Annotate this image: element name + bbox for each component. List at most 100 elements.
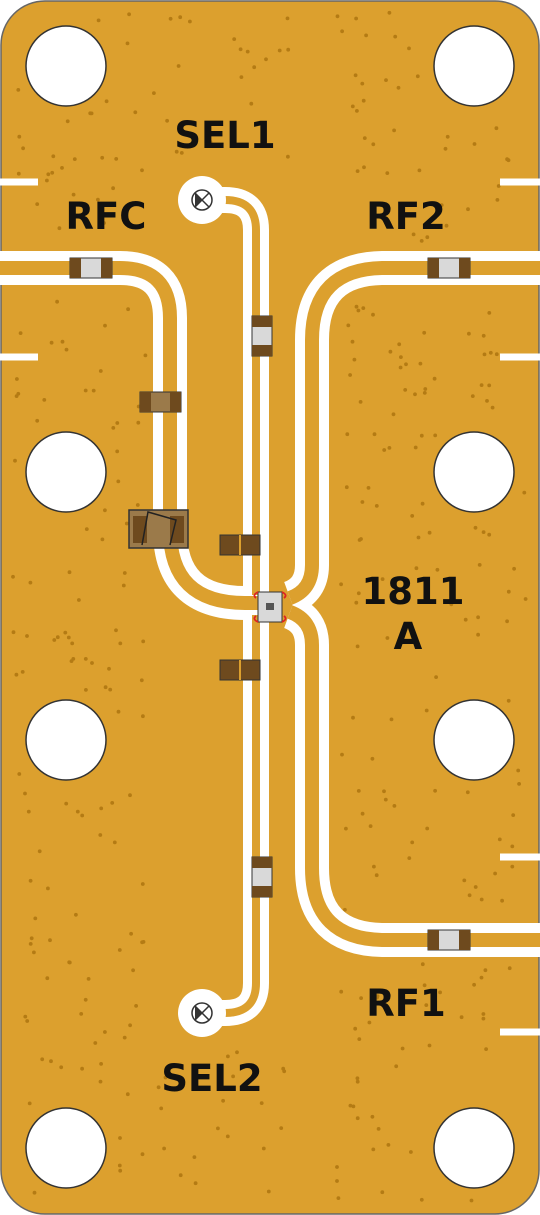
via-dot [484, 1047, 488, 1051]
via-dot [465, 790, 470, 795]
via-dot [392, 804, 397, 808]
via-dot [88, 111, 93, 116]
via-dot [386, 1143, 391, 1147]
via-dot [497, 837, 502, 842]
via-dot [134, 1004, 139, 1008]
via-dot [459, 1015, 464, 1020]
sel2-series-resistor [251, 856, 273, 898]
via-dot [122, 571, 127, 575]
mounting-hole-bottom-left [25, 1107, 107, 1189]
via-dot [419, 433, 424, 438]
via-dot [522, 490, 527, 495]
via-dot [140, 168, 144, 173]
via-dot [165, 118, 170, 123]
via-dot [159, 1106, 164, 1111]
via-dot [350, 104, 355, 109]
via-dot [392, 128, 396, 133]
via-dot [396, 85, 401, 90]
rf2-series-capacitor [427, 257, 471, 279]
switch-ic [253, 591, 287, 623]
via-dot [348, 1103, 353, 1108]
via-dot [84, 688, 88, 692]
via-dot [472, 982, 476, 987]
via-dot [505, 157, 509, 162]
rf1-label: RF1 [366, 982, 446, 1025]
via-dot [91, 388, 96, 393]
via-dot [139, 678, 144, 683]
via-dot [174, 149, 179, 154]
via-dot [178, 15, 183, 20]
via-dot [374, 873, 379, 878]
via-dot [367, 1020, 372, 1025]
via-dot [423, 387, 428, 391]
via-dot [371, 1147, 376, 1152]
via-dot [37, 849, 42, 854]
via-dot [469, 1198, 474, 1203]
via-dot [11, 574, 15, 579]
via-dot [25, 1019, 30, 1023]
via-dot [432, 376, 437, 381]
via-dot [96, 18, 101, 23]
via-dot [487, 311, 492, 315]
via-dot [46, 886, 50, 891]
via-dot [121, 583, 126, 588]
via-dot [370, 1114, 375, 1119]
via-dot [450, 599, 455, 603]
via-dot [344, 826, 348, 831]
via-dot [64, 801, 69, 806]
via-dot [496, 184, 501, 188]
via-dot [407, 46, 411, 51]
via-dot [25, 634, 29, 638]
via-dot [286, 154, 290, 159]
via-dot [487, 532, 492, 537]
via-dot [413, 445, 418, 450]
via-dot [16, 391, 21, 396]
via-dot [136, 420, 141, 425]
via-dot [388, 349, 393, 354]
via-dot [477, 563, 482, 567]
via-dot [517, 782, 521, 786]
via-dot [385, 171, 390, 176]
via-dot [143, 353, 148, 358]
via-dot [216, 1126, 220, 1131]
via-dot [382, 789, 386, 794]
via-dot [231, 1074, 236, 1079]
via-dot [364, 33, 368, 38]
via-dot [380, 1190, 385, 1195]
via-dot [425, 586, 430, 591]
via-dot [67, 570, 72, 575]
via-dot [350, 339, 355, 344]
via-dot [114, 628, 118, 633]
via-dot [391, 412, 396, 417]
via-dot [176, 64, 181, 68]
via-dot [48, 938, 52, 943]
via-dot [414, 566, 419, 571]
via-dot [434, 675, 438, 679]
via-dot [424, 708, 429, 713]
via-dot [407, 856, 412, 860]
via-dot [225, 1134, 230, 1139]
via-dot [422, 391, 427, 395]
via-dot [398, 365, 403, 370]
via-dot [409, 1150, 413, 1154]
via-dot [506, 698, 511, 703]
via-dot [168, 16, 173, 21]
via-dot [482, 352, 487, 357]
via-dot [483, 968, 488, 973]
via-dot [112, 840, 117, 845]
via-dot [45, 178, 49, 183]
via-dot [355, 1079, 360, 1084]
via-dot [371, 312, 375, 317]
via-dot [345, 432, 350, 437]
via-dot [344, 485, 349, 490]
via-dot [110, 801, 115, 805]
via-dot [360, 811, 365, 816]
via-dot [74, 912, 78, 917]
via-dot [103, 323, 107, 328]
via-dot [23, 1014, 28, 1019]
via-dot [360, 500, 365, 504]
rfc-dnp-pad [139, 391, 182, 413]
via-dot [361, 98, 366, 103]
via-dot [49, 340, 54, 345]
via-dot [500, 898, 504, 903]
